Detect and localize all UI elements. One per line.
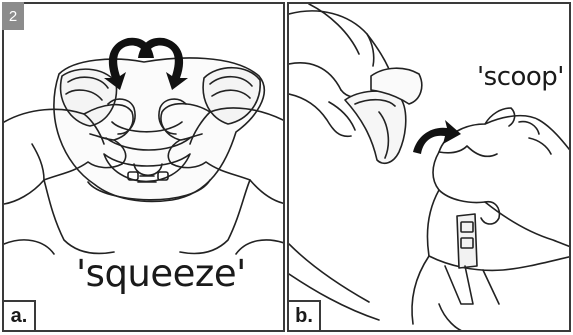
curved-arrow-icon bbox=[413, 120, 461, 154]
step-number-badge: 2 bbox=[2, 2, 24, 30]
scoop-illustration bbox=[289, 4, 571, 332]
panel-a-label: a. bbox=[4, 300, 36, 330]
panel-a: 'squeeze' a. bbox=[2, 2, 285, 332]
panel-b: 'scoop' b. bbox=[287, 2, 571, 332]
squeeze-caption: 'squeeze' bbox=[76, 252, 246, 295]
scoop-caption: 'scoop' bbox=[477, 62, 564, 92]
panel-b-label: b. bbox=[289, 300, 321, 330]
